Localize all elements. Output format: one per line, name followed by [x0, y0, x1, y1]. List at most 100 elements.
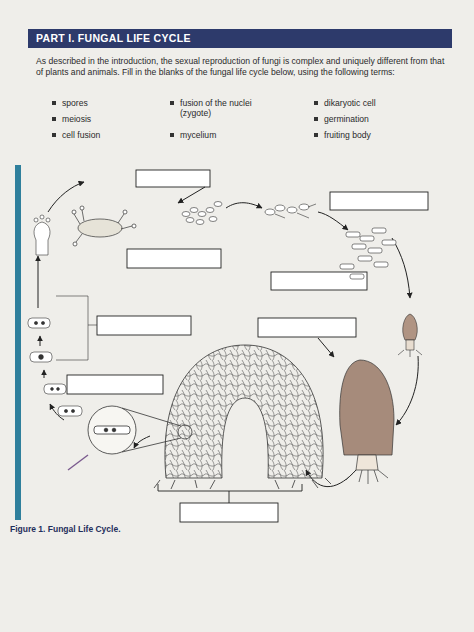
basidia-chain-part	[34, 321, 37, 324]
sporangium-part	[123, 210, 127, 214]
young-mushroom	[398, 314, 422, 357]
basidia-chain-part	[58, 406, 82, 416]
sporangium-part	[74, 210, 132, 242]
cycle-arrows-part	[318, 212, 348, 230]
basidia-chain-part	[56, 296, 97, 360]
term-item: germination	[324, 114, 434, 124]
blank-boxes-part	[330, 192, 428, 210]
hyphae-part	[358, 256, 372, 261]
blank-boxes	[67, 170, 428, 522]
bullet-mark	[52, 133, 56, 137]
gill-section-part	[178, 425, 192, 439]
fruiting-body-part	[356, 455, 378, 470]
section-title: PART I. FUNGAL LIFE CYCLE	[36, 29, 446, 47]
hyphae-part	[360, 236, 374, 241]
cycle-arrows-part	[396, 356, 418, 425]
bullet-mark	[52, 117, 56, 121]
spores-part	[214, 202, 222, 207]
basidia-chain-part	[30, 352, 52, 362]
basidia-chain-part	[40, 215, 44, 219]
mycelium-bracket-part	[158, 484, 302, 503]
spores-part	[186, 218, 194, 223]
basidia-chain-part	[64, 409, 67, 412]
bullet-mark	[314, 117, 318, 121]
bullet-mark	[170, 133, 174, 137]
sporangium-part	[73, 242, 77, 246]
basidia-chain-part	[71, 409, 74, 412]
spores-part	[198, 212, 206, 217]
term-item: fruiting body	[324, 130, 434, 140]
hyphae-part	[368, 248, 382, 253]
blank-boxes-part	[136, 170, 210, 187]
hyphae	[340, 228, 396, 279]
blank-boxes-part	[271, 272, 367, 290]
cycle-arrows-part	[38, 256, 39, 308]
sporangium-part	[80, 206, 84, 210]
header-band	[28, 29, 452, 48]
magnified-view-part	[112, 428, 116, 432]
basidia-chain-part	[28, 318, 50, 328]
germinating-spores-part	[275, 205, 285, 211]
basidia-chain-part	[34, 222, 50, 255]
cycle-arrows	[38, 182, 418, 487]
hyphae-part	[340, 264, 354, 269]
gill-section-part	[165, 345, 323, 478]
term-item: fusion of the nuclei (zygote)	[180, 98, 268, 118]
germinating-spores-part	[275, 204, 316, 218]
gill-section-part	[154, 478, 331, 489]
cycle-arrows-part	[226, 203, 262, 208]
blank-boxes-part	[127, 249, 221, 268]
hyphae-part	[350, 274, 364, 279]
blank-boxes-part	[258, 318, 356, 337]
basidia-chain-part	[39, 355, 44, 360]
magnified-view-part	[68, 455, 88, 470]
blank-boxes-part	[67, 375, 163, 394]
germinating-spores-part	[265, 209, 275, 215]
germinating-spores-part	[299, 204, 309, 210]
young-mushroom-part	[403, 314, 418, 340]
header-band-part	[28, 29, 452, 48]
cycle-arrows-part	[178, 187, 205, 203]
side-bar	[15, 165, 21, 520]
sporangium-part	[72, 210, 76, 214]
bullet-mark	[52, 101, 56, 105]
sporangium	[72, 206, 136, 246]
young-mushroom-part	[398, 350, 422, 357]
spores-part	[182, 212, 190, 217]
basidia-chain	[28, 215, 97, 416]
basidia-chain-part	[34, 218, 38, 222]
basidia-chain-part	[57, 388, 60, 391]
cycle-arrows-part	[48, 182, 84, 212]
young-mushroom-part	[406, 340, 414, 350]
mycelium-bracket	[158, 484, 302, 503]
instructions: As described in the introduction, the se…	[36, 56, 451, 78]
spores-part	[196, 220, 204, 225]
fruiting-body	[340, 360, 394, 484]
magnified-view-part	[94, 426, 130, 434]
spores-part	[206, 208, 214, 213]
basidia-chain-part	[44, 384, 66, 394]
term-item: spores	[62, 98, 162, 108]
germinating-spores-part	[287, 207, 297, 213]
magnified-view	[68, 406, 181, 470]
cycle-arrows-part	[392, 238, 410, 298]
blank-boxes-part	[97, 316, 191, 335]
figure-caption: Figure 1. Fungal Life Cycle.	[10, 524, 210, 534]
term-item: cell fusion	[62, 130, 162, 140]
sporangium-part	[132, 224, 136, 228]
hyphae-part	[346, 232, 360, 237]
bullet-mark	[314, 101, 318, 105]
blank-boxes-part	[180, 503, 278, 522]
term-item: dikaryotic cell	[324, 98, 434, 108]
basidia-chain-part	[51, 388, 54, 391]
side-bar-part	[15, 165, 21, 520]
hyphae-part	[352, 244, 366, 249]
fruiting-body-part	[340, 360, 394, 455]
fruiting-body-part	[346, 470, 388, 484]
hyphae-part	[382, 240, 396, 245]
term-item: mycelium	[180, 130, 280, 140]
germinating-spores	[265, 204, 316, 218]
magnified-view-part	[88, 406, 136, 454]
